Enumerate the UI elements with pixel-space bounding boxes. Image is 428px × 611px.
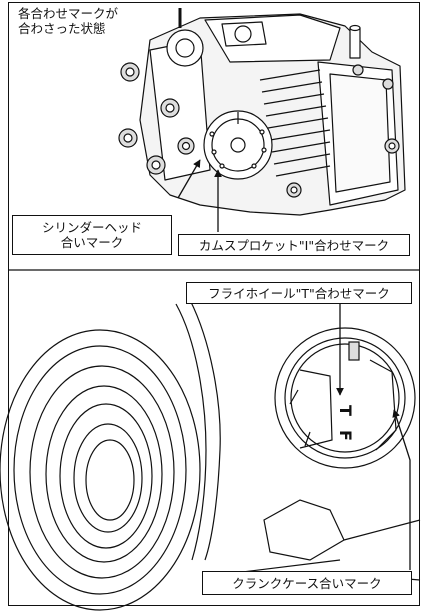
top-left-line1: 各合わせマークが	[18, 6, 119, 21]
flywheel-rings	[0, 329, 201, 611]
top-left-line2: 合わさった状態	[18, 21, 106, 36]
cylinder-head-line2: 合いマーク	[60, 235, 124, 250]
cylinder-head-line1: シリンダーヘッド	[41, 220, 142, 235]
cam-sprocket-mark-label: カムスプロケット"I"合わせマーク	[178, 234, 410, 256]
lower-leader-lines	[336, 303, 411, 570]
flywheel-mark-t: T	[336, 405, 355, 416]
inspection-window	[274, 327, 416, 469]
flywheel-scene	[0, 299, 421, 611]
cylinder-head-mark-label: シリンダーヘッド 合いマーク	[12, 215, 172, 255]
upper-leader-lines	[177, 159, 222, 232]
flywheel-mark-label: フライホイール"T"合わせマーク	[186, 282, 412, 304]
top-left-caption: 各合わせマークが 合わさった状態	[18, 6, 118, 36]
flywheel-mark-f: F	[336, 430, 355, 441]
bolt-group	[118, 62, 400, 198]
engine-body	[118, 8, 406, 216]
crankcase-mark-label: クランクケース合いマーク	[202, 571, 412, 595]
